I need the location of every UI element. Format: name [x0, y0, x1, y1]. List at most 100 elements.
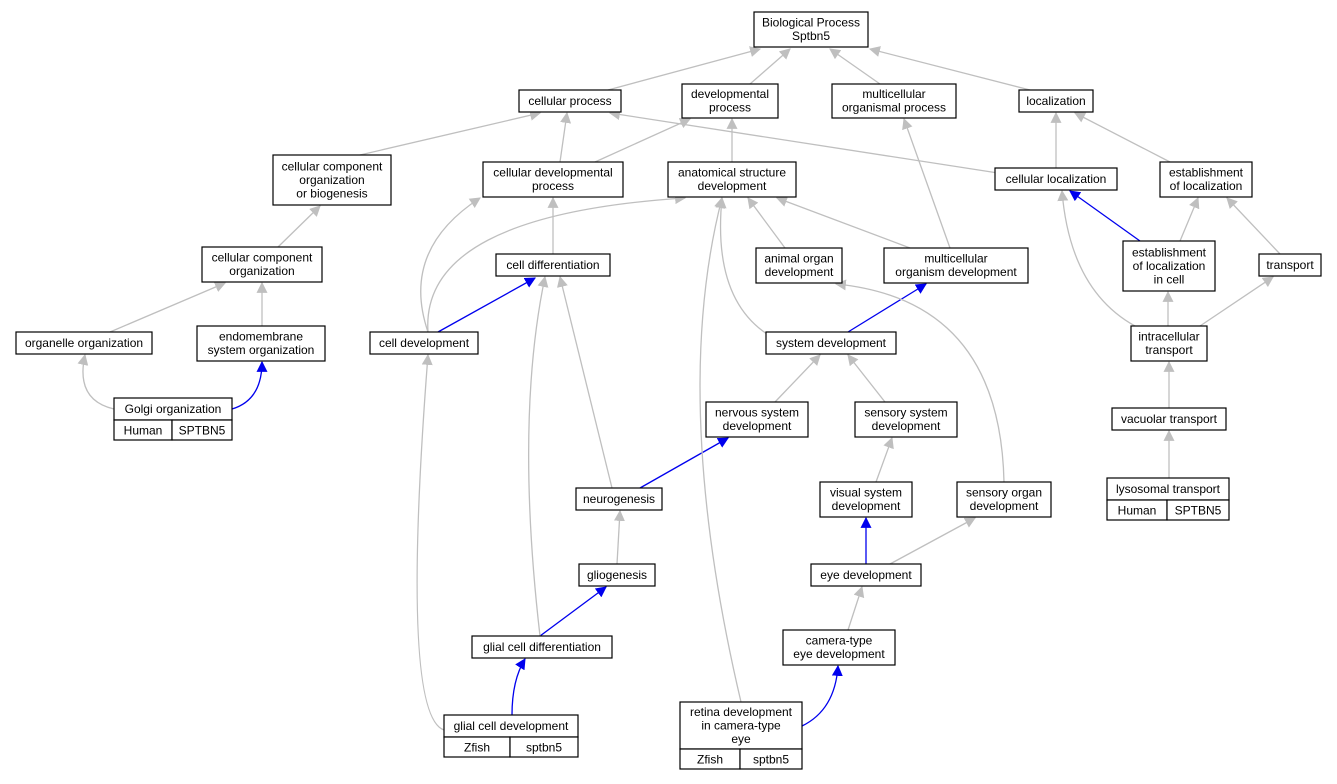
- edge-multicellular-organism-development-to-anatomical-structure-development: [775, 196, 911, 249]
- edge-line: [834, 279, 1005, 483]
- species-label: Zfish: [464, 741, 490, 755]
- term-label-line: transport: [1145, 343, 1193, 357]
- species-label: Zfish: [697, 753, 723, 767]
- term-label-line: organismal process: [842, 101, 946, 115]
- term-label-line: gliogenesis: [587, 568, 647, 582]
- term-label-line: sensory organ: [966, 486, 1042, 500]
- go-term-cell-development[interactable]: cell development: [369, 331, 479, 355]
- edge-line: [109, 281, 227, 333]
- edge-line: [847, 585, 865, 631]
- edge-line: [1069, 190, 1141, 242]
- edge-line: [1179, 196, 1200, 242]
- edge-line: [1057, 189, 1136, 327]
- term-label-line: Biological Process: [762, 16, 860, 30]
- term-box: [201, 246, 323, 283]
- go-term-system-development[interactable]: system development: [765, 331, 897, 355]
- term-box: [994, 167, 1118, 191]
- edge-system-development-to-multicellular-organism-development: [847, 283, 927, 333]
- term-box: [482, 161, 624, 198]
- term-box: [956, 481, 1052, 518]
- edge-multicellular-organism-development-to-multicellular-organismal-process: [902, 117, 951, 249]
- edge-line: [829, 48, 881, 85]
- edge-cellular-developmental-process-to-developmental-process: [594, 118, 692, 163]
- gene-label: sptbn5: [526, 741, 562, 755]
- term-label-line: cellular process: [528, 94, 611, 108]
- gene-cell: [1166, 499, 1230, 521]
- term-label-line: cellular component: [212, 251, 313, 265]
- species-label: Human: [1118, 504, 1157, 518]
- term-box: [15, 331, 153, 355]
- go-term-neurogenesis[interactable]: neurogenesis: [575, 487, 663, 511]
- edge-cell-development-to-cellular-developmental-process: [420, 197, 481, 333]
- edge-cellular-localization-to-cellular-process: [608, 109, 999, 174]
- go-term-eye-development[interactable]: eye development: [810, 563, 922, 587]
- term-label-line: glial cell development: [454, 719, 569, 733]
- term-label-line: eye: [731, 732, 751, 746]
- go-term-localization[interactable]: localization: [1018, 89, 1094, 113]
- edge-multicellular-organismal-process-to-bp: [829, 48, 881, 85]
- edge-line: [527, 275, 549, 637]
- term-box: [681, 83, 779, 119]
- term-label-line: camera-type: [806, 634, 873, 648]
- edge-line: [774, 354, 821, 403]
- edge-line: [231, 360, 268, 410]
- go-term-cellular-localization[interactable]: cellular localization: [994, 167, 1118, 191]
- edge-glial-cell-differentiation-to-gliogenesis: [539, 586, 607, 637]
- edge-line: [889, 517, 976, 565]
- go-term-transport[interactable]: transport: [1258, 253, 1322, 277]
- term-label-line: cellular component: [282, 159, 383, 173]
- go-term-glial-cell-differentiation[interactable]: glial cell differentiation: [471, 635, 613, 659]
- term-label-line: eye development: [793, 647, 885, 661]
- term-label-line: retina development: [690, 705, 793, 719]
- go-term-organelle-organization[interactable]: organelle organization: [15, 331, 153, 355]
- term-label-line: or biogenesis: [296, 186, 367, 200]
- term-label-line: development: [872, 419, 941, 433]
- edge-line: [77, 353, 115, 410]
- edge-line: [420, 197, 481, 333]
- edge-golgi-organization-to-endomembrane-system-organization: [231, 360, 268, 410]
- annotation-row: Zfish sptbn5: [443, 736, 579, 758]
- edge-glial-cell-development-to-glial-cell-differentiation: [511, 658, 526, 716]
- term-box: [831, 83, 957, 119]
- edge-line: [608, 109, 999, 174]
- term-label-line: establishment: [1132, 245, 1207, 259]
- go-term-cellular-process[interactable]: cellular process: [518, 89, 622, 113]
- go-term-vacuolar-transport[interactable]: vacuolar transport: [1111, 407, 1227, 431]
- go-term-gliogenesis[interactable]: gliogenesis: [578, 563, 656, 587]
- gene-label: SPTBN5: [179, 424, 226, 438]
- term-label-line: transport: [1266, 258, 1314, 272]
- go-term-cell-differentiation[interactable]: cell differentiation: [495, 253, 611, 277]
- term-label-line: process: [532, 179, 574, 193]
- term-label-line: system development: [776, 336, 887, 350]
- term-label-line: animal organ: [764, 252, 833, 266]
- edge-line: [639, 437, 729, 489]
- term-label-line: in cell: [1154, 272, 1185, 286]
- edge-localization-to-bp: [868, 46, 1031, 91]
- edge-line: [749, 48, 791, 85]
- gene-cell: [171, 419, 233, 441]
